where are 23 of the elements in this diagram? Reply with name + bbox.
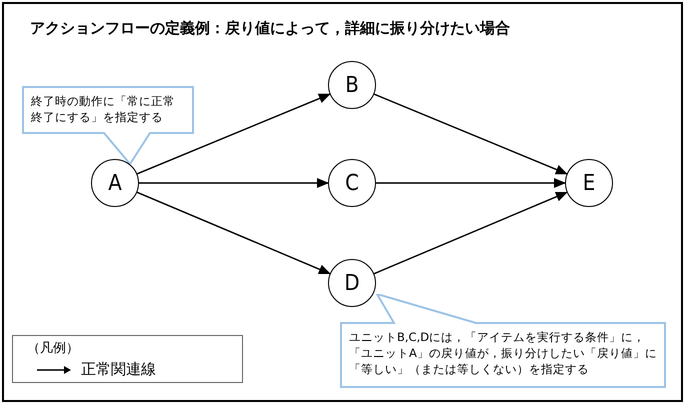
unit-circle: [565, 159, 613, 207]
callout-balloon: [340, 294, 666, 388]
unit-letter: A: [108, 170, 122, 196]
unit-letter: C: [345, 170, 359, 196]
diagram-title: アクションフローの定義例：戻り値によって，詳細に振り分けたい場合: [30, 19, 510, 38]
legend-heading: （凡例）: [27, 340, 79, 357]
legend-text: 正常関連線: [81, 360, 156, 379]
arrow: [376, 178, 566, 188]
arrow: [139, 178, 329, 188]
unit-circle: [328, 61, 376, 109]
unit-circle: [91, 159, 139, 207]
unit-circle: [328, 159, 376, 207]
unit-letter: E: [582, 170, 596, 196]
callout-text: ユニットB,C,Dには，「アイテムを実行する条件」に，「ユニットA」の戻り値が，振り分けしたい「戻り値」に「等しい」（または等しくない）を指定する: [349, 329, 657, 377]
callout-text: 終了時の動作に「常に正常終了にする」を指定する: [31, 93, 176, 125]
arrow: [374, 94, 568, 174]
unit-circle: [328, 259, 376, 307]
unit-letter: D: [344, 270, 360, 296]
arrow: [136, 94, 331, 174]
unit-letter: B: [345, 72, 359, 98]
arrow: [374, 192, 568, 274]
arrow: [136, 192, 331, 274]
callout-balloon: [22, 86, 194, 164]
